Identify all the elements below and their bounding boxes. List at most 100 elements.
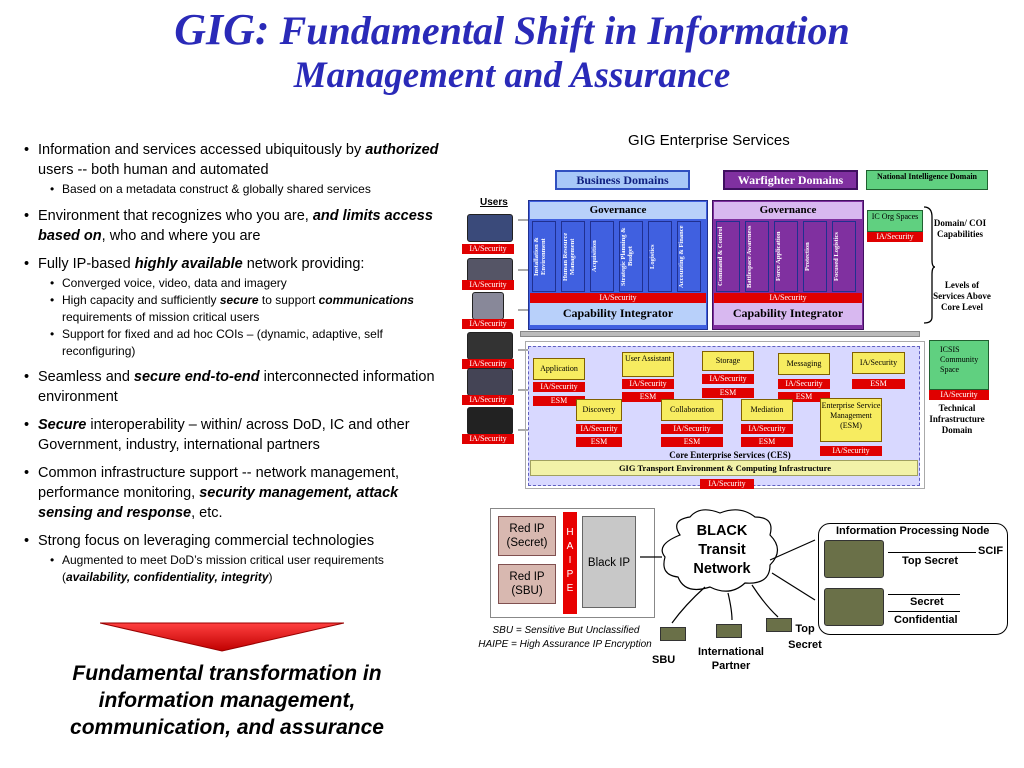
confidential-label: Confidential: [894, 614, 958, 626]
secret-label: Secret: [910, 596, 944, 608]
ia-user-1: IA/Security: [462, 244, 514, 254]
b3-text: Fully IP-based: [38, 255, 135, 272]
esm-discovery: ESM: [576, 437, 622, 447]
ia-messaging: IA/Security: [778, 379, 830, 389]
page-title-line2: Management and Assurance: [293, 55, 731, 96]
connector-bar: [520, 331, 920, 337]
computer-icon: [472, 292, 504, 320]
international-partner-label: International Partner: [697, 646, 764, 672]
ia-user-assistant: IA/Security: [622, 379, 674, 389]
bullet-list: Information and services accessed ubiqui…: [22, 140, 452, 593]
b6-text-post: , etc.: [191, 505, 223, 521]
laptop-icon: [467, 214, 513, 242]
ia-user-6: IA/Security: [462, 434, 514, 444]
black-transit-network: BLACK Transit Network: [693, 523, 751, 577]
ces-collaboration: Collaboration: [661, 399, 723, 421]
b3-emph: highly available: [134, 255, 243, 272]
warfighter-governance: Governance: [714, 202, 862, 219]
esm-collaboration: ESM: [661, 437, 723, 447]
ts-line: [888, 552, 976, 553]
ia-application: IA/Security: [533, 382, 585, 392]
transport-bar: [530, 460, 918, 476]
ts-node-icon: [766, 618, 792, 632]
bullet-2: Environment that recognizes who you are,…: [22, 206, 452, 246]
bizcols-col-1: Human Resource Management: [561, 221, 585, 292]
b7s1-post: ): [268, 569, 273, 584]
warcols-col-0: Command & Control: [716, 221, 740, 292]
sub-bullet-3-2: High capacity and sufficiently secure to…: [22, 292, 452, 325]
levels-label: Levels of Services Above Core Level: [933, 280, 991, 312]
haipe-letter-0: H: [566, 527, 574, 538]
diagram-header: GIG Enterprise Services: [628, 132, 790, 149]
ces-application: Application: [533, 358, 585, 380]
bullet-3: Fully IP-based highly available network …: [22, 254, 452, 360]
bullet-7: Strong focus on leveraging commercial te…: [22, 531, 452, 585]
secret-line-top: [888, 594, 960, 595]
ship-icon: [467, 368, 513, 396]
ia-esm: IA/Security: [820, 446, 882, 456]
sub-bullet-7-1: Augmented to meet DoD’s mission critical…: [22, 552, 452, 585]
ia-mediation: IA/Security: [741, 424, 793, 434]
ia-storage: IA/Security: [702, 374, 754, 384]
down-arrow-icon: [100, 622, 344, 652]
ces-discovery: Discovery: [576, 399, 622, 421]
users-label: Users: [480, 197, 508, 208]
b3s2-mid: to support: [258, 293, 319, 307]
b6-text: Common infrastructure support -- network…: [38, 465, 400, 501]
b3s2-emph2: communications: [318, 293, 414, 307]
haipe-letter-4: E: [566, 583, 574, 594]
technical-infrastructure-label: Technical Infrastructure Domain: [929, 403, 985, 435]
intl-node-icon: [716, 624, 742, 638]
sbu-node-icon: [660, 627, 686, 641]
server-rack-icon: [824, 540, 884, 578]
bizcols-col-5: Accounting & Finance: [677, 221, 701, 292]
warfighter-capability-integrator: Capability Integrator: [714, 303, 862, 325]
b4-emph: secure end-to-end: [133, 369, 260, 385]
ia-warfighter: IA/Security: [714, 293, 862, 303]
b2-text: Environment that recognizes who you are,: [38, 207, 313, 224]
esm-user-assistant: ESM: [622, 392, 674, 402]
b1-text-post: users -- both human and automated: [38, 162, 269, 178]
b2-emph: and limits access based on: [38, 207, 433, 244]
ces-mediation: Mediation: [741, 399, 793, 421]
haipe-letter-3: P: [566, 569, 574, 580]
ic-org-spaces: IC Org Spaces: [867, 210, 923, 232]
ia-user-3: IA/Security: [462, 319, 514, 329]
b7-text: Strong focus on leveraging commercial te…: [38, 533, 375, 549]
conclusion-text: Fundamental transformation in informatio…: [70, 662, 384, 739]
ia-collaboration: IA/Security: [661, 424, 723, 434]
bracket-icon: [923, 206, 936, 324]
warfighter-domains-label: Warfighter Domains: [723, 170, 858, 190]
ia-ic-org: IA/Security: [867, 232, 923, 242]
ia-business: IA/Security: [530, 293, 706, 303]
icsis-community-space: ICSIS Community Space: [929, 340, 989, 390]
ces-user-assistant: User Assistant: [622, 352, 674, 377]
ia-discovery: IA/Security: [576, 424, 622, 434]
title-gig: GIG:: [174, 5, 270, 54]
b3s2-post: requirements of mission critical users: [62, 309, 260, 324]
note-haipe: HAIPE = High Assurance IP Encryption: [478, 639, 652, 650]
warcols-col-3: Protection: [803, 221, 827, 292]
note-sbu: SBU = Sensitive But Unclassified: [492, 625, 640, 636]
warcols-col-4: Focused Logistics: [832, 221, 856, 292]
top-secret-node-label: Top Secret: [788, 623, 822, 651]
domain-coi-label: Domain/ COI Capabilities: [933, 218, 987, 239]
sub-bullet-3-3: Support for fixed and ad hoc COIs – (dyn…: [22, 326, 452, 359]
b1-emph: authorized: [365, 142, 439, 158]
b2-text-post: , who and where you are: [101, 227, 261, 244]
b6-emph: security management, attack sensing and …: [38, 485, 399, 521]
top-secret-label: Top Secret: [902, 555, 959, 567]
b7s1-text: Augmented to meet DoD’s mission critical…: [62, 553, 384, 584]
ia-user-4: IA/Security: [462, 359, 514, 369]
page-title-line1: GIG: Fundamental Shift in Information: [0, 4, 1024, 55]
ces-enterprise-service-management: Enterprise Service Management (ESM): [820, 398, 882, 442]
bullet-1: Information and services accessed ubiqui…: [22, 140, 452, 198]
network-cloud-links: [640, 509, 816, 624]
esm-ia-security: ESM: [852, 379, 905, 389]
haipe-letter-2: I: [568, 555, 572, 566]
sbu-label: SBU: [652, 654, 676, 666]
bizcols-col-2: Acquisition: [590, 221, 614, 292]
b7s1-emph: availability, confidentiality, integrity: [66, 569, 269, 584]
b5-text: interoperability – within/ across DoD, I…: [38, 417, 410, 453]
ces-label: Core Enterprise Services (CES): [669, 450, 791, 460]
